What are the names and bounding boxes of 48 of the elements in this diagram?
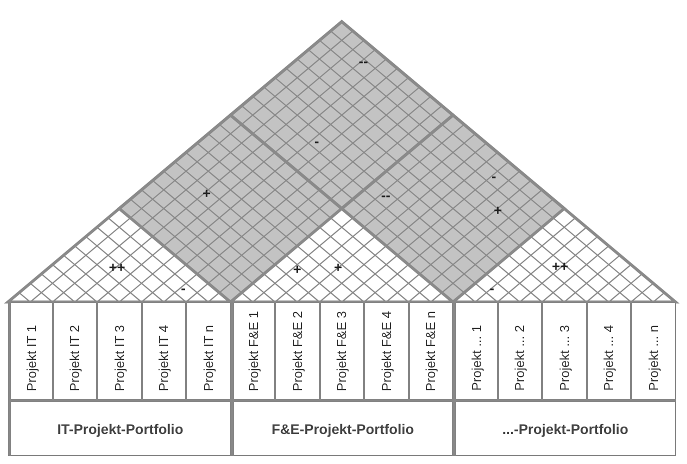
correlation-symbol: --: [358, 54, 368, 68]
project-label: Projekt F&E n: [423, 310, 438, 391]
correlation-symbol: +: [494, 203, 502, 218]
project-column: [97, 302, 142, 400]
project-label: Projekt IT 2: [67, 324, 82, 391]
correlation-symbol: --: [381, 188, 390, 202]
project-label: Projekt IT 4: [156, 324, 172, 391]
correlation-symbol: +: [293, 262, 302, 276]
project-column: [453, 302, 498, 400]
project-column: [52, 302, 97, 400]
correlation-symbol: +: [202, 186, 211, 200]
project-column: [142, 302, 186, 400]
project-column: [408, 302, 453, 400]
project-label: Projekt ... 4: [601, 325, 616, 391]
project-column: [631, 302, 676, 400]
project-column: [542, 302, 586, 400]
correlation-symbol: -: [314, 134, 319, 148]
project-column: [8, 302, 52, 400]
portfolio-label: ...-Projekt-Portfolio: [502, 420, 628, 436]
project-label: Projekt ... 3: [556, 325, 572, 391]
project-column: [498, 302, 542, 400]
project-label: Projekt ... 1: [468, 325, 484, 391]
portfolio-box: [453, 400, 676, 456]
correlation-symbol: -: [180, 281, 186, 296]
correlation-symbol: ++: [552, 258, 568, 273]
project-column: [320, 302, 364, 400]
project-column: [275, 302, 320, 400]
project-label: Projekt F&E 2: [290, 310, 305, 391]
portfolio-box: [230, 400, 453, 456]
project-column: [364, 302, 408, 400]
portfolio-label: IT-Projekt-Portfolio: [57, 420, 184, 436]
project-label: Projekt F&E 3: [334, 310, 350, 391]
project-label: Projekt IT 1: [24, 324, 39, 391]
project-label: Projekt IT 3: [112, 324, 127, 391]
project-column: [186, 302, 230, 400]
correlation-symbol: ++: [108, 260, 126, 274]
correlation-symbol: +: [334, 260, 342, 274]
project-column: [230, 302, 275, 400]
project-label: Projekt F&E 1: [246, 310, 262, 391]
project-label: Projekt F&E 4: [378, 310, 394, 391]
correlation-symbol: -: [490, 281, 494, 296]
portfolio-label: F&E-Projekt-Portfolio: [272, 420, 414, 436]
correlation-symbol: -: [492, 169, 496, 184]
project-label: Projekt IT n: [200, 324, 216, 391]
project-column: [586, 302, 631, 400]
project-label: Projekt ... n: [646, 325, 661, 391]
project-label: Projekt ... 2: [512, 325, 528, 391]
portfolio-box: [8, 400, 230, 456]
